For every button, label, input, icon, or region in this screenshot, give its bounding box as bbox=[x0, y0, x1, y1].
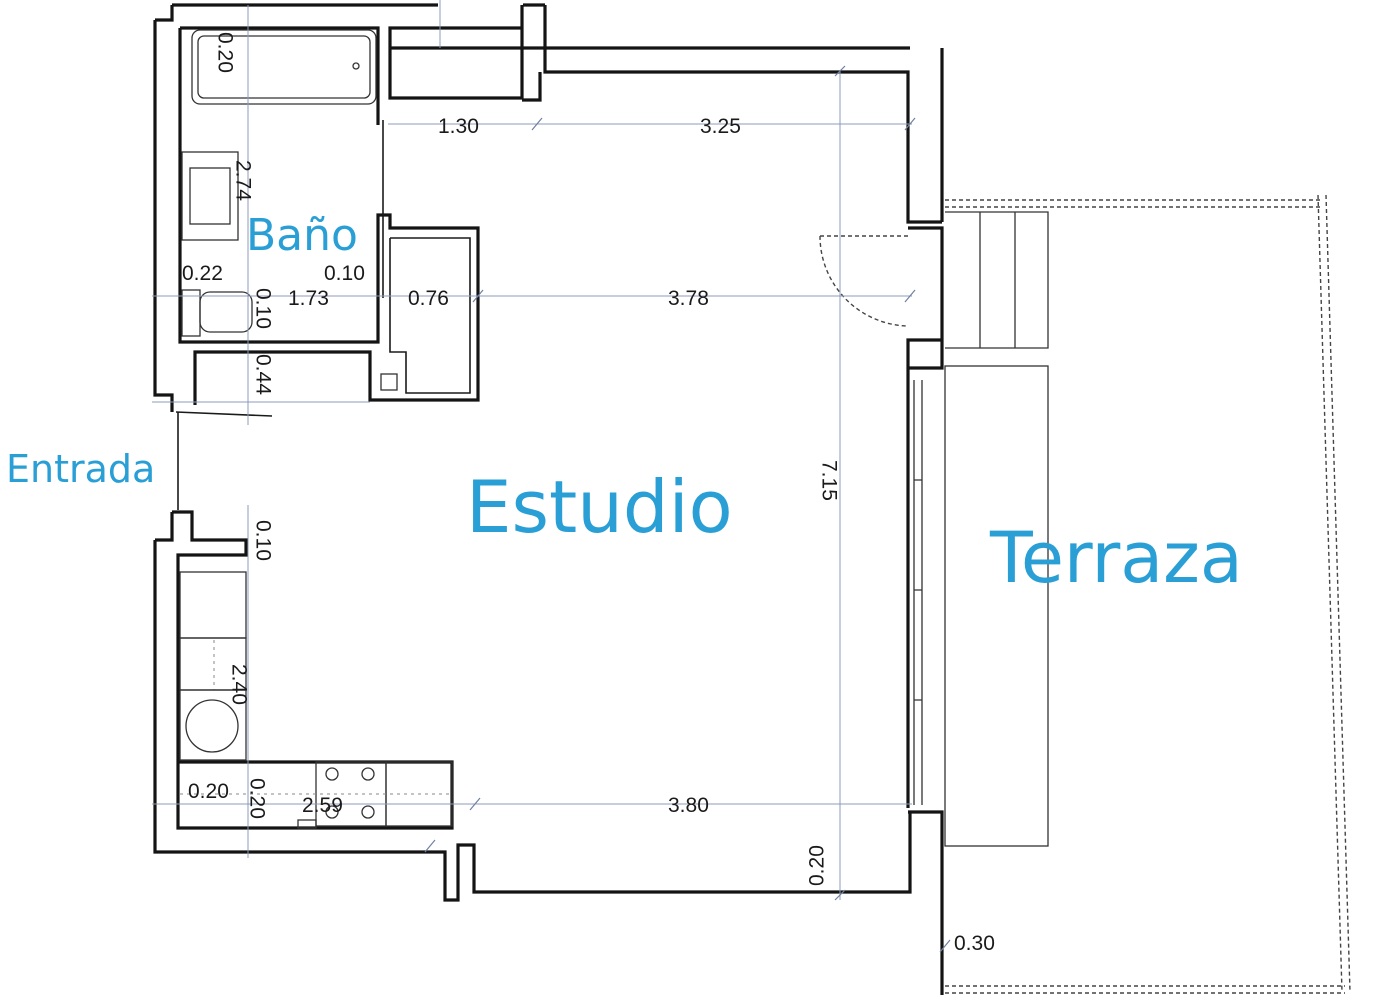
dimension-labels: 0.20 1.30 3.25 2.74 0.22 0.10 0.10 1.73 … bbox=[182, 32, 995, 955]
room-labels: Baño Entrada Estudio Terraza bbox=[6, 210, 1243, 599]
dim-kitchen-wall-left: 0.20 bbox=[188, 780, 229, 803]
tick-5 bbox=[904, 289, 916, 303]
dim-kitchen-height: 2.40 bbox=[227, 664, 250, 705]
wall-bottom bbox=[153, 540, 912, 902]
dim-bath-width: 1.73 bbox=[288, 287, 329, 310]
tick-7 bbox=[834, 889, 846, 901]
wall-closet bbox=[389, 237, 471, 394]
fixtures bbox=[175, 29, 923, 829]
room-label-studio: Estudio bbox=[466, 465, 733, 549]
terrace-railing-top bbox=[945, 199, 1322, 208]
wall-bathroom bbox=[178, 26, 480, 405]
dim-bottom-wall: 0.20 bbox=[806, 845, 829, 886]
dim-studio-width-mid: 3.78 bbox=[668, 287, 709, 310]
dim-bath-wall-right: 0.10 bbox=[324, 262, 365, 285]
wall-top bbox=[388, 5, 942, 224]
closet-box bbox=[380, 373, 398, 391]
tick-8 bbox=[939, 939, 951, 953]
dim-closet-width: 0.76 bbox=[408, 287, 449, 310]
wall-right bbox=[906, 48, 944, 995]
toilet-tank bbox=[181, 289, 201, 337]
room-label-entrance: Entrada bbox=[6, 447, 155, 491]
tick-9 bbox=[424, 839, 436, 853]
wall-top-step bbox=[390, 3, 910, 102]
terrace-railing-right bbox=[1317, 194, 1351, 993]
burner-4 bbox=[361, 805, 375, 819]
bath-sink-counter bbox=[181, 151, 239, 241]
dim-bath-height: 2.74 bbox=[231, 160, 254, 201]
dim-top-right-width: 3.25 bbox=[700, 115, 741, 138]
burner-3 bbox=[325, 805, 339, 819]
terrace bbox=[944, 194, 1351, 994]
room-label-bathroom: Baño bbox=[246, 210, 358, 261]
dim-bath-wall-left: 0.22 bbox=[182, 262, 223, 285]
bathtub bbox=[191, 29, 377, 105]
tick-1 bbox=[531, 117, 543, 131]
dim-bath-tub-width: 0.20 bbox=[213, 32, 236, 73]
toilet-bowl bbox=[199, 291, 253, 333]
dim-studio-height: 7.15 bbox=[817, 460, 840, 501]
terrace-door-swing bbox=[819, 235, 909, 327]
wall-entry-stub bbox=[155, 512, 174, 542]
bathtub-inner bbox=[197, 35, 371, 99]
terrace-planter-long bbox=[944, 365, 1049, 847]
walls bbox=[153, 3, 944, 995]
kitchen-sink bbox=[185, 699, 239, 753]
dim-kitchen-wall-vertical: 0.20 bbox=[245, 778, 268, 819]
kitchen-sink-cabinet bbox=[179, 689, 247, 761]
tick-3 bbox=[469, 797, 481, 811]
room-label-terrace: Terraza bbox=[989, 517, 1243, 599]
kitchen-small-box bbox=[297, 819, 317, 829]
tick-2 bbox=[472, 289, 484, 303]
dimension-lines bbox=[152, 0, 951, 953]
bathtub-drain bbox=[352, 62, 360, 70]
window-mullions bbox=[913, 380, 923, 805]
dim-entry-wall: 0.44 bbox=[251, 354, 274, 395]
tick-6 bbox=[834, 65, 846, 77]
tick-4 bbox=[904, 117, 916, 131]
kitchen-fridge bbox=[179, 571, 247, 639]
dim-bath-wall-vertical: 0.10 bbox=[251, 288, 274, 329]
dim-terrace-wall: 0.30 bbox=[954, 932, 995, 955]
dim-top-left-width: 1.30 bbox=[438, 115, 479, 138]
terrace-planter-top bbox=[945, 211, 1049, 349]
burner-1 bbox=[325, 767, 339, 781]
wall-top-left bbox=[153, 3, 438, 412]
terrace-railing-bottom bbox=[945, 985, 1345, 994]
dim-kitchen-wall-top: 0.10 bbox=[251, 520, 274, 561]
burner-2 bbox=[361, 767, 375, 781]
bath-sink bbox=[189, 167, 231, 225]
dim-studio-width-bottom: 3.80 bbox=[668, 794, 709, 817]
entry-door bbox=[175, 411, 273, 417]
dim-kitchen-width: 2.59 bbox=[302, 794, 343, 817]
